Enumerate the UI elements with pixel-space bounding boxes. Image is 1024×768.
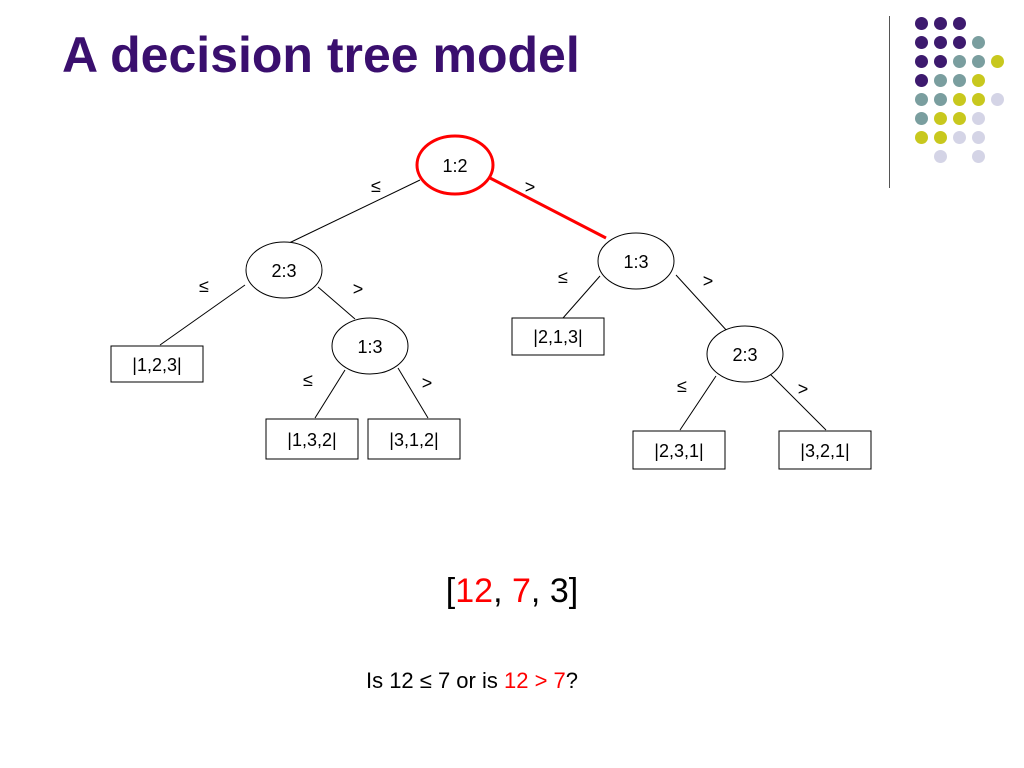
dot: [934, 93, 947, 106]
leaf-box: [632, 430, 726, 470]
edge-label-lr-le: ≤: [303, 370, 313, 390]
node-left-label: 2:3: [271, 261, 296, 281]
dot: [972, 93, 985, 106]
node-left-right: [331, 317, 409, 375]
node-right-label: 1:3: [623, 252, 648, 272]
node-right-right: [706, 325, 784, 383]
dot: [934, 131, 947, 144]
edge-rr-right: [769, 373, 827, 431]
leaf-label: |3,1,2|: [389, 430, 438, 450]
leaf-label: |2,1,3|: [533, 327, 582, 347]
edge-right-right: [675, 274, 729, 333]
array-open-bracket: [: [445, 572, 456, 610]
node-right-right-label: 2:3: [732, 345, 757, 365]
array-value: 3: [549, 572, 569, 610]
edge-label-root-gt: >: [525, 177, 536, 197]
dot: [972, 131, 985, 144]
dot: [972, 112, 985, 125]
header-divider: [889, 16, 890, 188]
slide-title: A decision tree model: [62, 27, 580, 83]
dot: [915, 55, 928, 68]
dot: [972, 55, 985, 68]
dot: [915, 17, 928, 30]
leaf-box: [265, 418, 359, 460]
edge-label-rr-le: ≤: [677, 376, 687, 396]
leaf-label: |2,3,1|: [654, 441, 703, 461]
dot: [934, 55, 947, 68]
dot: [991, 55, 1004, 68]
dot: [915, 112, 928, 125]
node-root-label: 1:2: [442, 156, 467, 176]
edge-rr-left: [679, 375, 717, 431]
leaf-label: |1,3,2|: [287, 430, 336, 450]
leaf-box: [110, 345, 204, 383]
node-root: [415, 134, 495, 196]
question-prefix: Is 12 ≤ 7 or is: [365, 668, 504, 693]
node-left: [245, 241, 323, 299]
dot: [972, 74, 985, 87]
edge-lr-left: [314, 369, 346, 419]
array-value-compared-b: 7: [511, 572, 531, 610]
node-left-right-label: 1:3: [357, 337, 382, 357]
edge-label-left-le: ≤: [199, 276, 209, 296]
leaf-box: [511, 317, 605, 356]
question-suffix: ?: [565, 668, 579, 693]
leaf-label: |3,2,1|: [800, 441, 849, 461]
dot: [934, 150, 947, 163]
example-array: [12, 7, 3]: [0, 572, 1024, 611]
edge-label-lr-gt: >: [422, 373, 433, 393]
dot: [991, 93, 1004, 106]
array-separator: ,: [530, 572, 550, 610]
edge-label-rr-gt: >: [798, 379, 809, 399]
dot: [934, 36, 947, 49]
dot: [953, 131, 966, 144]
edge-label-right-le: ≤: [558, 267, 568, 287]
dot: [953, 112, 966, 125]
array-value-compared-a: 12: [455, 572, 494, 610]
dot: [953, 36, 966, 49]
node-right: [597, 232, 675, 290]
dot: [915, 93, 928, 106]
array-separator: ,: [493, 572, 512, 610]
edge-left-right: [317, 286, 356, 320]
array-close-bracket: ]: [568, 572, 579, 610]
edge-root-right: [489, 176, 607, 240]
edge-right-leaf: [562, 275, 601, 319]
edge-label-right-gt: >: [703, 271, 714, 291]
dot: [953, 74, 966, 87]
comparison-question: Is 12 ≤ 7 or is 12 > 7?: [0, 668, 944, 694]
edge-label-left-gt: >: [353, 279, 364, 299]
decision-tree: ≤ > ≤ > ≤ > ≤ > ≤ > 1:2 2:3 1:3 1:3 2:3 …: [110, 134, 872, 470]
dot: [934, 74, 947, 87]
edge-label-root-le: ≤: [371, 176, 381, 196]
dot: [953, 55, 966, 68]
dot: [934, 112, 947, 125]
leaf-box: [778, 430, 872, 470]
question-highlight: 12 > 7: [503, 668, 566, 693]
edge-root-left: [286, 179, 421, 245]
dot: [915, 74, 928, 87]
dot: [972, 150, 985, 163]
dot: [953, 17, 966, 30]
leaf-label: |1,2,3|: [132, 355, 181, 375]
edge-lr-right: [397, 367, 429, 419]
edge-left-leaf: [159, 284, 246, 346]
dot: [934, 17, 947, 30]
decorative-dot-grid: [900, 10, 1010, 170]
dot: [915, 36, 928, 49]
dot: [953, 93, 966, 106]
dot: [972, 36, 985, 49]
leaf-box: [367, 418, 461, 460]
dot: [915, 131, 928, 144]
